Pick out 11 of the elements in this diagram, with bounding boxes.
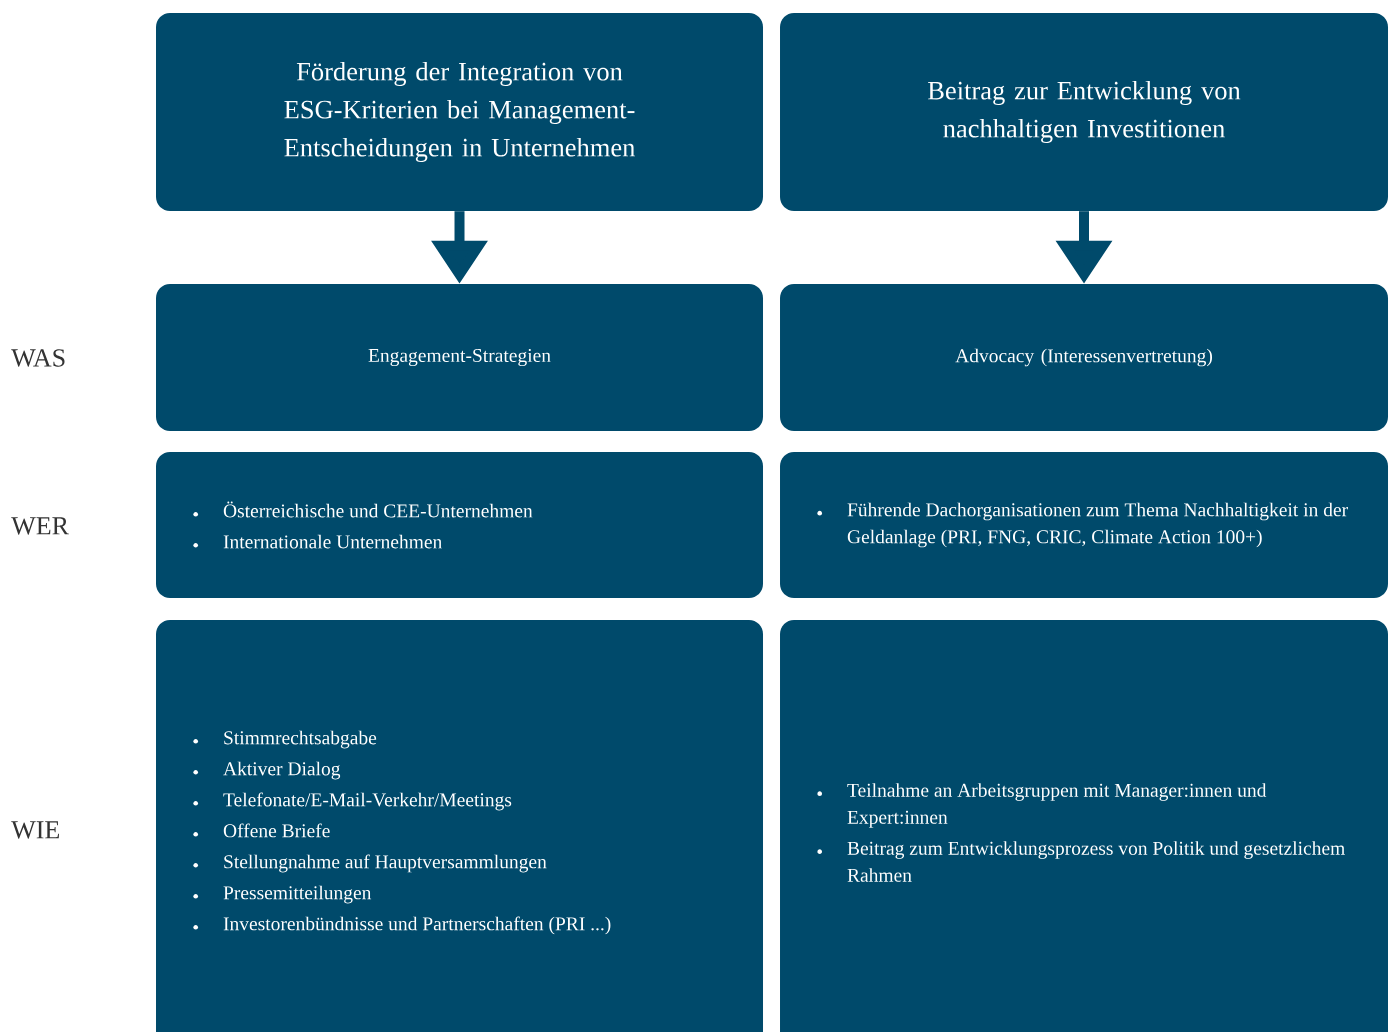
row-label: WER	[11, 517, 69, 535]
text-box: Advocacy (Interessenvertretung)	[780, 284, 1388, 431]
text-box: Teilnahme an Arbeitsgruppen mit Manager:innen und Expert:innen Beitrag zum Entwicklungsprozess von Politik und gesetzlichem Rahmen	[780, 620, 1388, 1032]
text-box: Förderung der Integration von ESG-Kriterien bei Management-Entscheidungen in Unternehmen	[156, 13, 763, 211]
row-label: WIE	[11, 821, 59, 839]
text-box: Beitrag zur Entwicklung von nachhaltigen Investitionen	[780, 13, 1388, 211]
text-box: Führende Dachorganisationen zum Thema Nachhaltigkeit in der Geldanlage (PRI, FNG, CRIC, Climate Action 100+)	[780, 452, 1388, 598]
row-label: WAS	[11, 349, 65, 367]
text-box: Stimmrechtsabgabe Aktiver Dialog Telefonate/E-Mail-Verkehr/Meetings Offene Briefe Stellungnahme auf Hauptversammlungen Pressemitteilungen Investorenbündnisse und Partnerschaften (PRI ...)	[156, 620, 763, 1032]
text-box: Österreichische und CEE-Unternehmen Internationale Unternehmen	[156, 452, 763, 598]
text-box: Engagement-Strategien	[156, 284, 763, 431]
